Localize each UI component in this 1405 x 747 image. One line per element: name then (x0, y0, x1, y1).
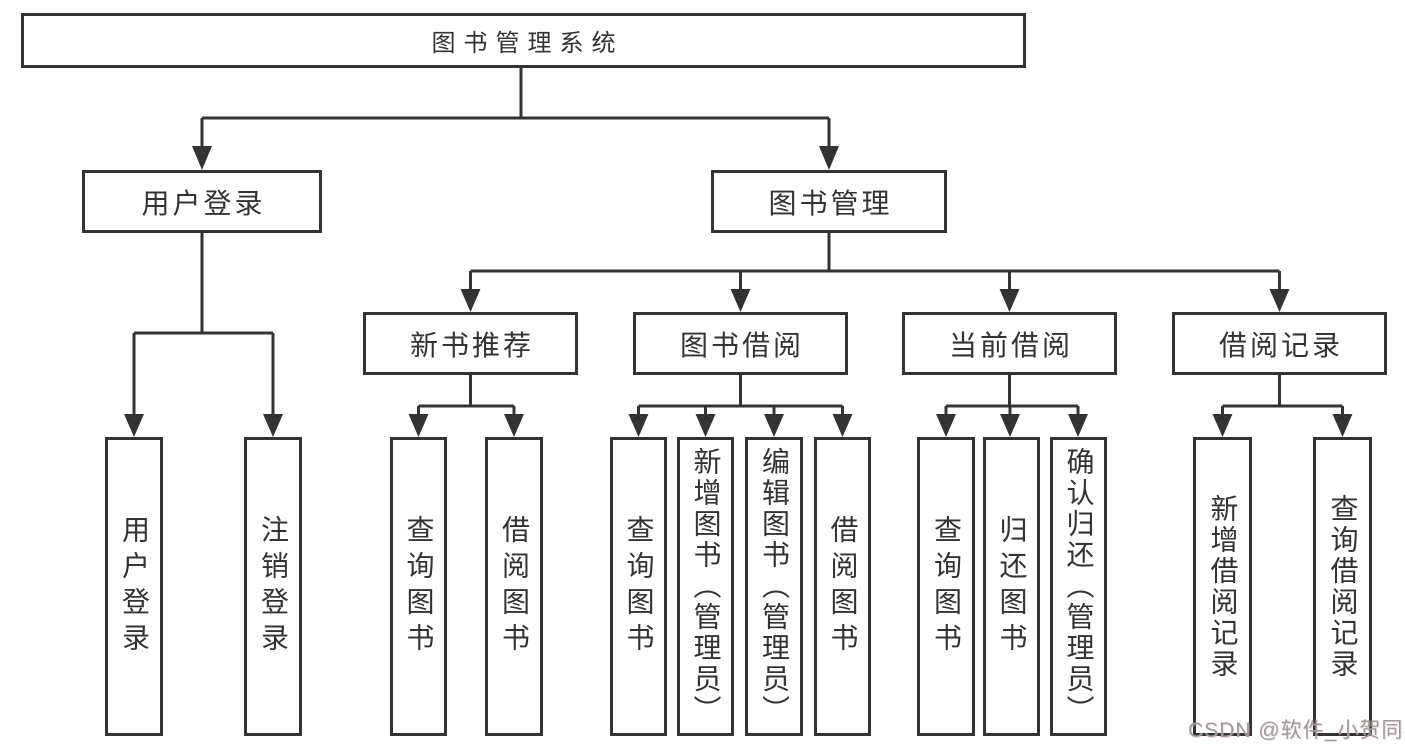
watermark: CSDN @软件_小贺同学 (1188, 719, 1405, 742)
leaf-return-book: 归还图书 (983, 437, 1040, 736)
leaf-query-books-borrow-label: 查询图书 (623, 514, 655, 659)
leaf-query-books-recommend: 查询图书 (390, 437, 447, 736)
leaf-confirm-return-admin: 确认归还（管理员） (1050, 437, 1107, 736)
leaf-query-borrow-record-label: 查询借阅记录 (1327, 493, 1359, 680)
leaf-add-borrow-record-label: 新增借阅记录 (1207, 493, 1239, 680)
node-book-borrow-label: 图书借阅 (679, 329, 804, 361)
node-user-login: 用户登录 (82, 170, 322, 233)
node-borrow-records: 借阅记录 (1172, 312, 1387, 375)
leaf-borrow-books-borrow: 借阅图书 (814, 437, 871, 736)
leaf-query-borrow-record: 查询借阅记录 (1313, 437, 1372, 736)
leaf-edit-book-admin-label: 编辑图书（管理员） (759, 447, 790, 726)
leaf-add-book-admin-label: 新增图书（管理员） (690, 447, 722, 726)
leaf-add-book-admin: 新增图书（管理员） (677, 437, 734, 736)
leaf-borrow-books-borrow-label: 借阅图书 (827, 514, 859, 659)
node-root-label: 图书管理系统 (431, 30, 624, 57)
leaf-user-login-label: 用户登录 (119, 514, 150, 659)
node-borrow-records-label: 借阅记录 (1218, 329, 1343, 361)
leaf-confirm-return-admin-label: 确认归还（管理员） (1063, 447, 1095, 726)
leaf-borrow-books-recommend-label: 借阅图书 (499, 514, 530, 659)
node-book-borrow: 图书借阅 (633, 312, 848, 375)
node-root: 图书管理系统 (21, 13, 1026, 68)
node-new-book-recommend: 新书推荐 (363, 312, 578, 375)
leaf-query-books-recommend-label: 查询图书 (403, 514, 435, 659)
leaf-add-borrow-record: 新增借阅记录 (1193, 437, 1252, 736)
node-user-login-label: 用户登录 (141, 187, 266, 219)
leaf-query-books-current: 查询图书 (917, 437, 975, 736)
leaf-logout-label: 注销登录 (258, 514, 289, 659)
node-current-borrow-label: 当前借阅 (948, 329, 1073, 361)
leaf-logout: 注销登录 (244, 437, 302, 736)
leaf-return-book-label: 归还图书 (996, 514, 1028, 659)
node-current-borrow: 当前借阅 (902, 312, 1117, 375)
leaf-user-login: 用户登录 (105, 437, 163, 736)
leaf-query-books-borrow: 查询图书 (610, 437, 667, 736)
leaf-edit-book-admin: 编辑图书（管理员） (745, 437, 803, 736)
node-book-management: 图书管理 (711, 170, 947, 233)
node-new-book-recommend-label: 新书推荐 (409, 329, 534, 361)
leaf-query-books-current-label: 查询图书 (931, 514, 962, 659)
node-book-management-label: 图书管理 (768, 187, 893, 219)
leaf-borrow-books-recommend: 借阅图书 (485, 437, 543, 736)
arrowheads (124, 146, 1353, 437)
